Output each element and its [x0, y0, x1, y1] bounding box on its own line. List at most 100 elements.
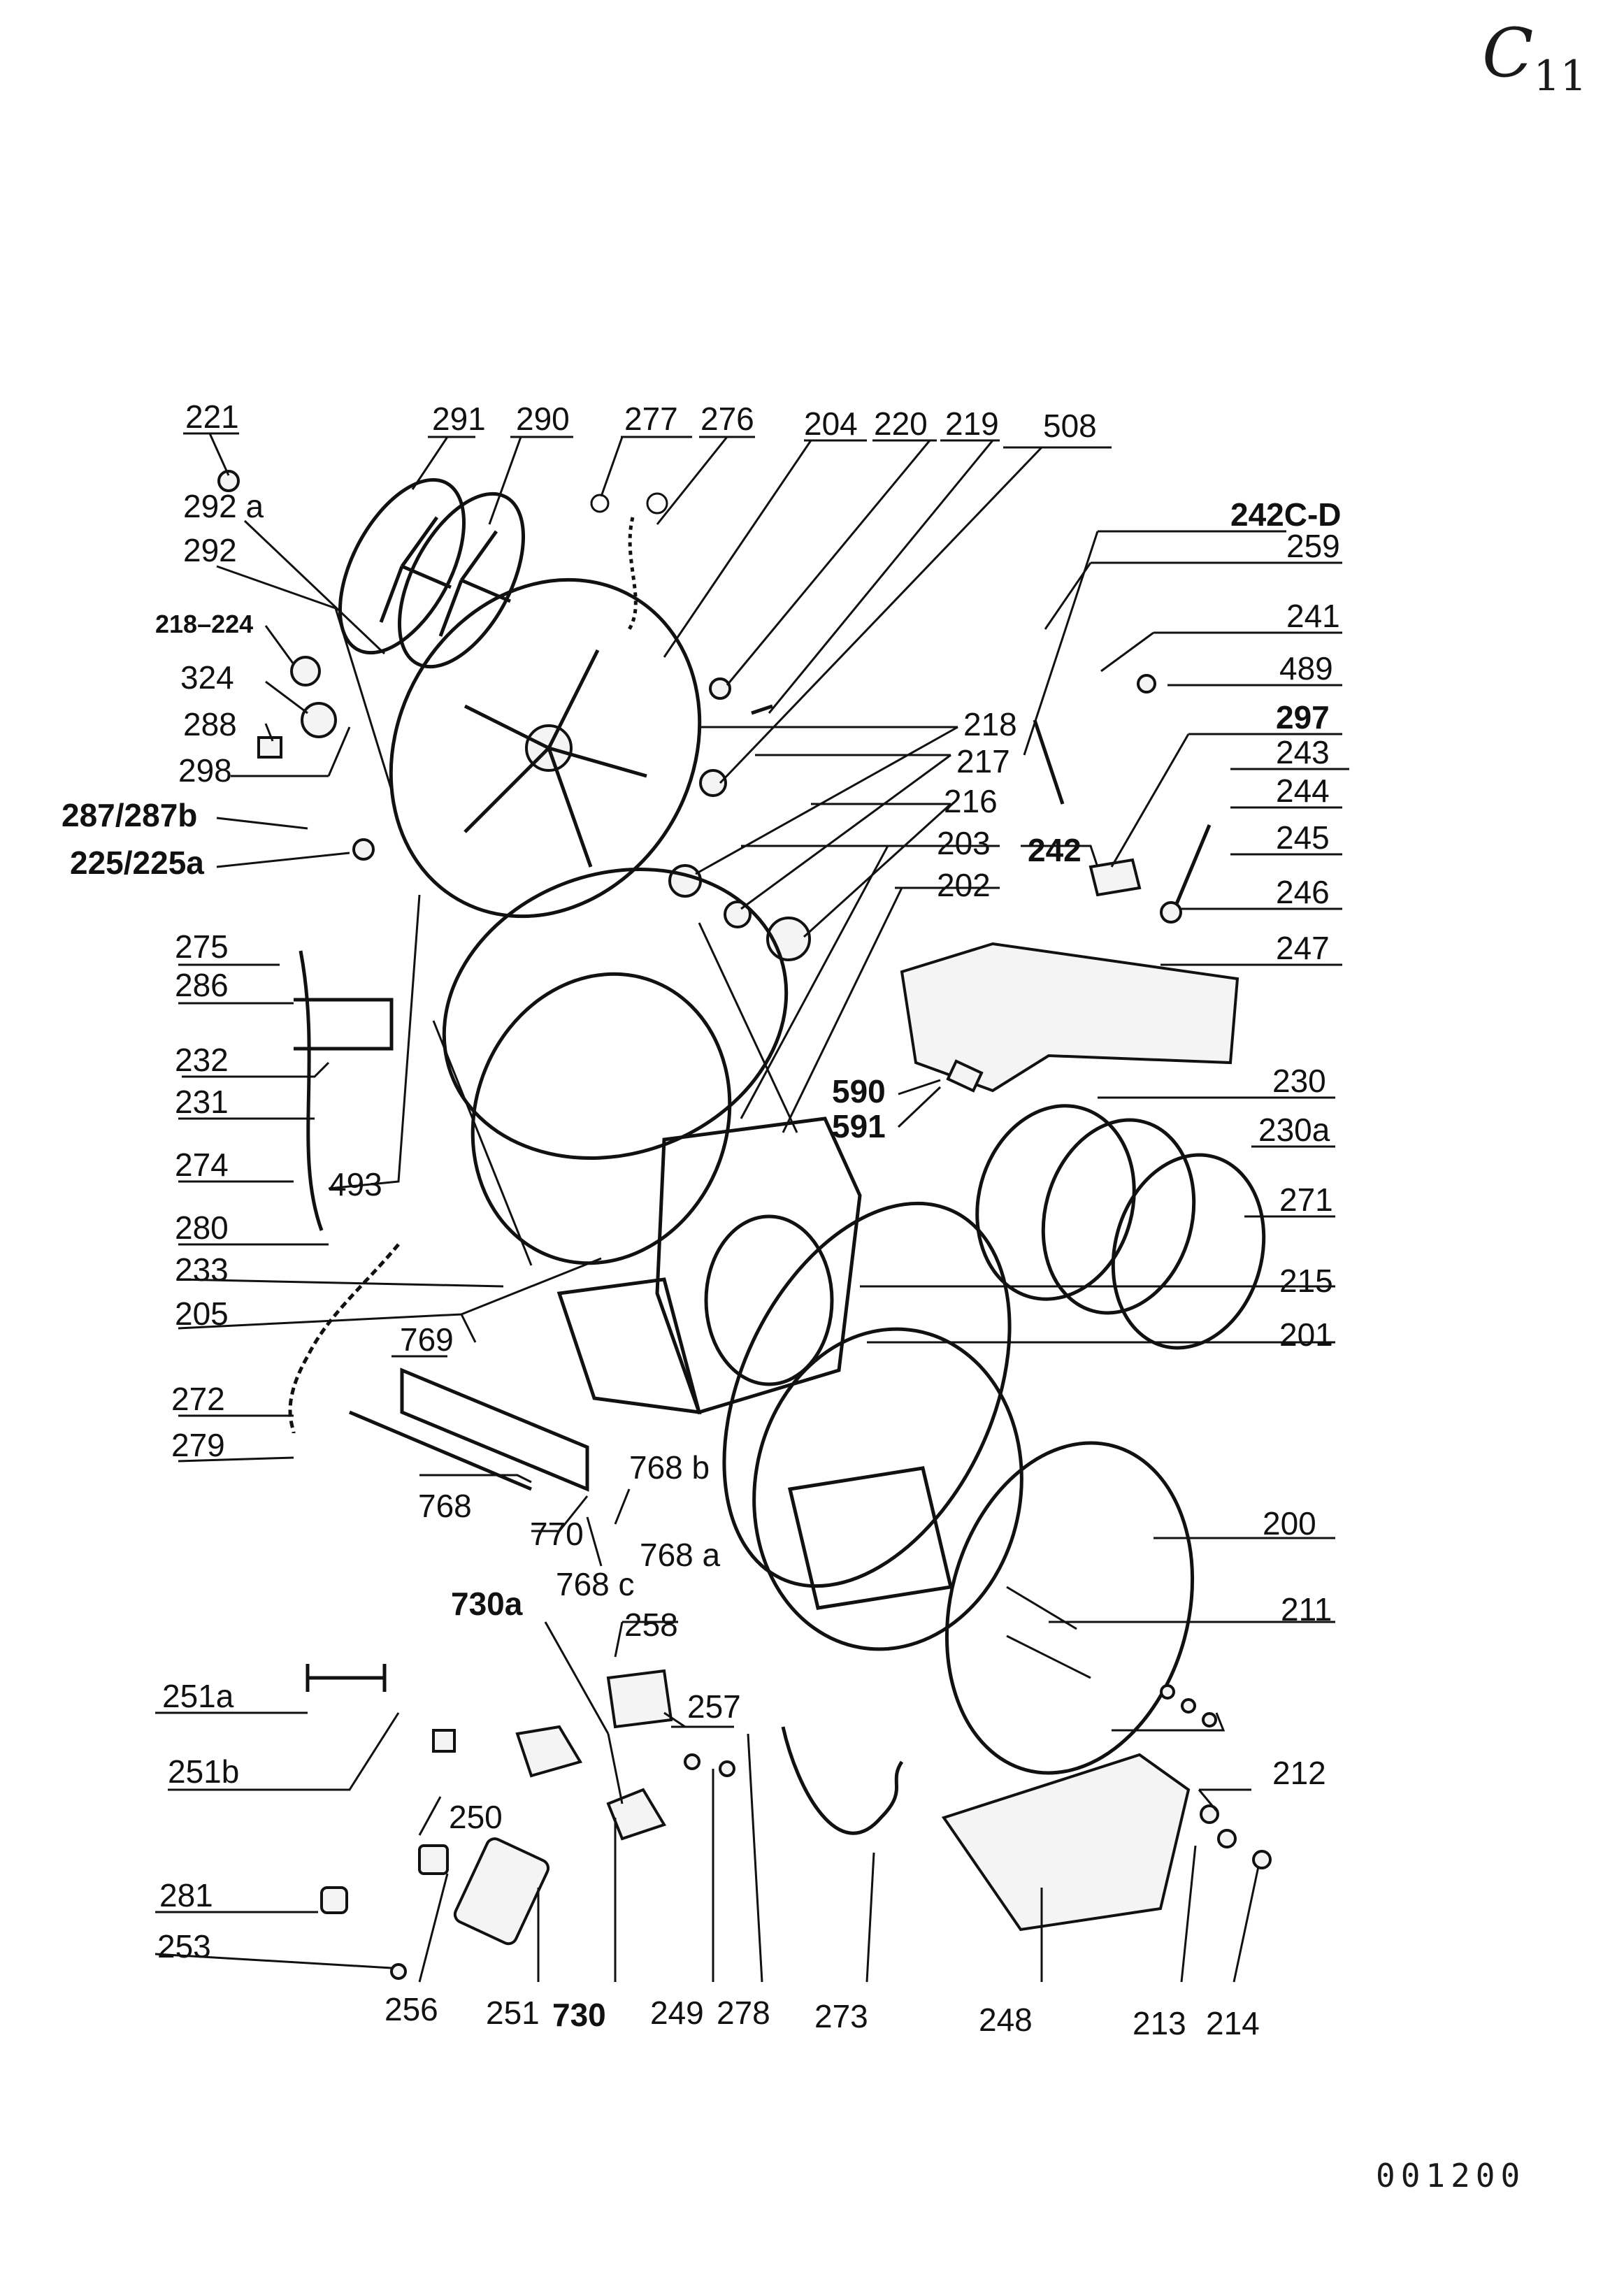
foot-246: [1160, 901, 1182, 924]
label-280: 280: [175, 1209, 229, 1246]
label-281: 281: [159, 1877, 213, 1913]
label-493: 493: [329, 1166, 382, 1202]
hose-273: [781, 1726, 904, 1835]
gasket-201: [722, 1201, 1012, 1588]
label-292a: 292 a: [183, 488, 264, 524]
drum-203: [442, 868, 789, 1160]
rod-251a: [306, 1664, 387, 1692]
front-tub-opening: [704, 1214, 834, 1386]
label-257: 257: [687, 1688, 741, 1725]
nut-a: [1160, 1684, 1175, 1700]
drum-edges: [432, 922, 798, 1266]
label-489: 489: [1279, 650, 1333, 687]
bearing-217: [724, 900, 752, 928]
label-244: 244: [1276, 773, 1330, 809]
label-591: 591: [832, 1108, 886, 1144]
pulley-291: [338, 477, 466, 655]
label-287-287b: 287/287b: [62, 797, 197, 833]
cross-brace: [787, 1466, 954, 1610]
label-248: 248: [979, 2002, 1033, 2038]
spring-242: [1033, 719, 1065, 805]
corner-mark: C11: [1482, 14, 1587, 101]
nut-278: [719, 1760, 735, 1777]
label-590: 590: [832, 1073, 886, 1109]
clip-277: [590, 494, 610, 513]
label-245: 245: [1276, 819, 1330, 856]
label-216: 216: [944, 783, 998, 819]
label-275: 275: [175, 928, 229, 965]
pulley-290: [397, 491, 526, 669]
hose-274: [299, 950, 324, 1231]
nut-b: [1181, 1698, 1196, 1714]
plate-590: [946, 1059, 984, 1093]
clip-256: [418, 1844, 449, 1875]
label-233: 233: [175, 1251, 229, 1288]
label-230: 230: [1272, 1063, 1326, 1099]
label-218-224: 218–224: [155, 610, 253, 638]
label-220: 220: [874, 405, 928, 442]
label-508: 508: [1043, 408, 1097, 444]
front-tub-202: [655, 1116, 862, 1415]
label-768: 768: [418, 1488, 472, 1524]
label-217: 217: [956, 743, 1010, 780]
label-221: 221: [185, 398, 239, 435]
frame-200-ring: [944, 1441, 1195, 1775]
label-246: 246: [1276, 874, 1330, 910]
plate-257: [606, 1669, 673, 1729]
label-259: 259: [1286, 528, 1340, 564]
label-242: 242: [1028, 832, 1082, 868]
label-211: 211: [1281, 1591, 1332, 1628]
tub-ribs: [464, 649, 647, 868]
strap-770: [400, 1367, 589, 1492]
label-249: 249: [650, 1995, 704, 2031]
label-232: 232: [175, 1042, 229, 1078]
bracket-248: [941, 1753, 1191, 1932]
label-770: 770: [530, 1516, 584, 1552]
label-298: 298: [178, 752, 232, 789]
leader-lines: [155, 432, 1349, 1983]
pulley-spokes: [379, 516, 511, 637]
label-213: 213: [1133, 2005, 1186, 2041]
label-212: 212: [1272, 1755, 1326, 1791]
label-297: 297: [1276, 699, 1330, 735]
label-276: 276: [700, 401, 754, 437]
switch-288: [257, 736, 282, 759]
counterweight-247: [900, 942, 1239, 1093]
tub-bottom: [556, 1277, 702, 1414]
label-768a: 768 a: [640, 1537, 721, 1573]
hose-276: [627, 517, 638, 631]
label-290: 290: [516, 401, 570, 437]
bearing-218: [668, 864, 702, 898]
bush-281: [320, 1886, 348, 1914]
label-241: 241: [1286, 598, 1340, 634]
heater-286: [294, 998, 394, 1051]
label-231: 231: [175, 1084, 229, 1120]
nut-214: [1252, 1850, 1272, 1869]
rear-tub-204: [389, 577, 702, 919]
bellows-230a: [1041, 1118, 1196, 1315]
seal-508: [699, 769, 727, 797]
gasket-251: [453, 1837, 550, 1946]
bracket-297: [1088, 858, 1142, 897]
page-code: 001200: [1376, 2157, 1526, 2195]
label-288: 288: [183, 706, 237, 742]
knob-324: [301, 702, 337, 738]
label-256: 256: [385, 1991, 438, 2027]
nut-c: [1202, 1712, 1217, 1728]
label-203: 203: [937, 825, 991, 861]
label-250: 250: [449, 1799, 503, 1835]
label-205: 205: [175, 1295, 229, 1332]
label-251: 251: [486, 1995, 540, 2031]
label-274: 274: [175, 1147, 229, 1183]
label-243: 243: [1276, 734, 1330, 770]
label-768b: 768 b: [629, 1449, 710, 1486]
nut-225: [352, 838, 375, 861]
label-730: 730: [552, 1997, 606, 2033]
label-202: 202: [937, 867, 991, 903]
screw-219: [751, 704, 773, 715]
block-250: [432, 1729, 456, 1753]
clamp-271: [1111, 1153, 1266, 1350]
washer-212: [1200, 1804, 1219, 1824]
label-214: 214: [1206, 2005, 1260, 2041]
